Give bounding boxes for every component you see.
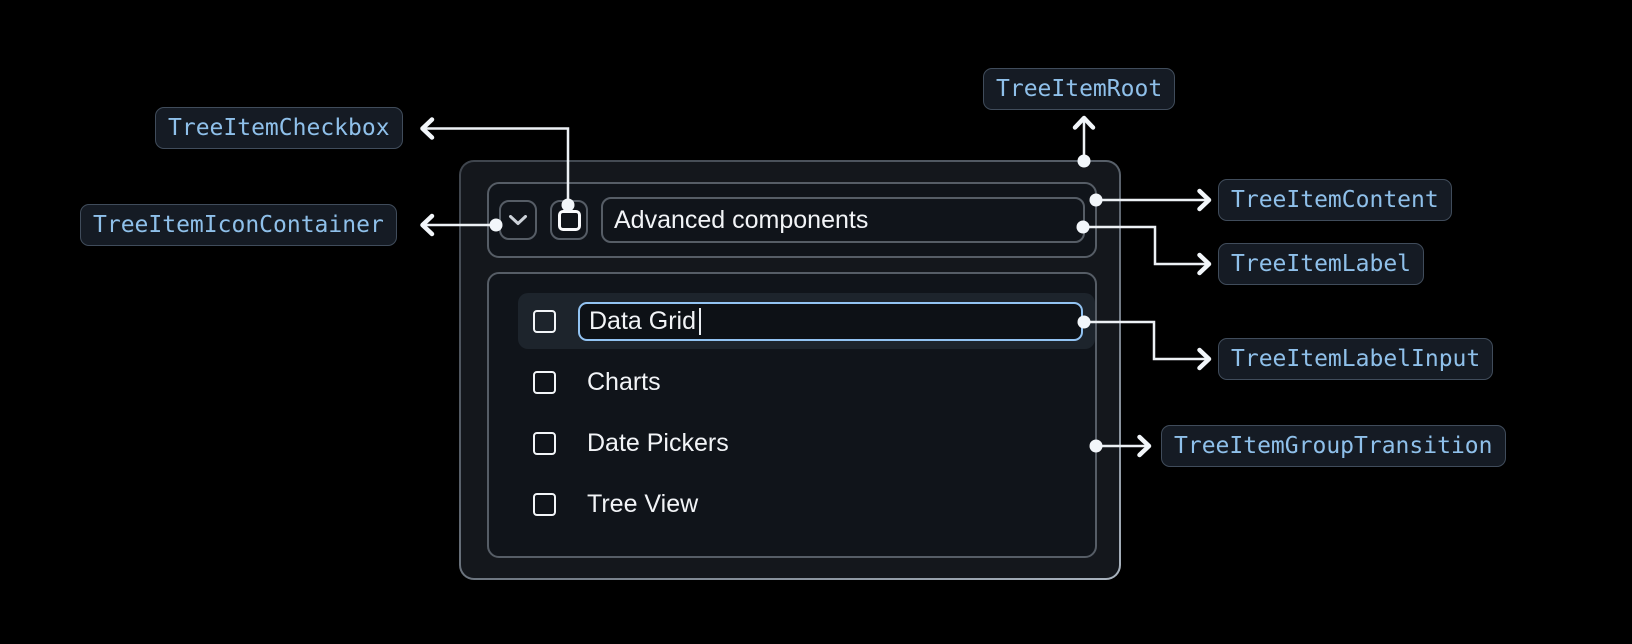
arrow-up-icon bbox=[1072, 115, 1096, 130]
annotation-tree-item-root: TreeItemRoot bbox=[983, 68, 1176, 110]
tree-item-label-text: Advanced components bbox=[614, 205, 869, 234]
arrow-right-icon bbox=[1197, 347, 1212, 371]
tree-row-data-grid[interactable]: Data Grid bbox=[518, 293, 1095, 349]
tree-row-label: Date Pickers bbox=[587, 428, 729, 457]
annotation-tree-item-checkbox: TreeItemCheckbox bbox=[155, 107, 403, 149]
tree-item-content[interactable]: Advanced components bbox=[487, 182, 1097, 258]
annotation-tree-item-content: TreeItemContent bbox=[1218, 179, 1452, 221]
tree-row-label: Charts bbox=[587, 367, 661, 396]
annotation-tree-item-label: TreeItemLabel bbox=[1218, 243, 1425, 285]
tree-row-charts[interactable]: Charts bbox=[518, 354, 1095, 410]
arrow-left-icon bbox=[420, 117, 435, 140]
tree-item-label: Advanced components bbox=[601, 197, 1085, 243]
checkbox-icon[interactable] bbox=[533, 309, 556, 333]
tree-item-root-surface: Advanced components Data Grid Charts bbox=[461, 162, 1119, 578]
arrow-right-icon bbox=[1197, 188, 1212, 212]
label-input-value: Data Grid bbox=[589, 306, 696, 335]
checkbox-icon[interactable] bbox=[533, 370, 556, 394]
checkbox-icon bbox=[557, 209, 581, 231]
annotation-tree-item-icon-container: TreeItemIconContainer bbox=[80, 204, 397, 246]
arrow-left-icon bbox=[420, 213, 435, 237]
checkbox-icon[interactable] bbox=[533, 492, 556, 516]
tree-item-label-input[interactable]: Data Grid bbox=[578, 301, 1083, 341]
text-cursor-icon bbox=[698, 307, 702, 335]
tree-item-root: Advanced components Data Grid Charts bbox=[459, 160, 1121, 580]
arrow-right-icon bbox=[1197, 252, 1212, 276]
tree-item-group-transition: Data Grid Charts Date Pickers Tree View bbox=[487, 272, 1097, 558]
annotation-tree-item-group-transition: TreeItemGroupTransition bbox=[1161, 425, 1506, 467]
tree-row-tree-view[interactable]: Tree View bbox=[518, 476, 1095, 532]
tree-row-date-pickers[interactable]: Date Pickers bbox=[518, 415, 1095, 471]
chevron-down-icon bbox=[509, 214, 527, 225]
checkbox-icon[interactable] bbox=[533, 431, 556, 455]
arrow-right-icon bbox=[1137, 434, 1152, 458]
tree-item-checkbox[interactable] bbox=[550, 200, 588, 240]
tree-row-label: Tree View bbox=[587, 489, 699, 518]
tree-item-icon-container[interactable] bbox=[499, 200, 537, 240]
annotation-tree-item-label-input: TreeItemLabelInput bbox=[1218, 338, 1494, 380]
